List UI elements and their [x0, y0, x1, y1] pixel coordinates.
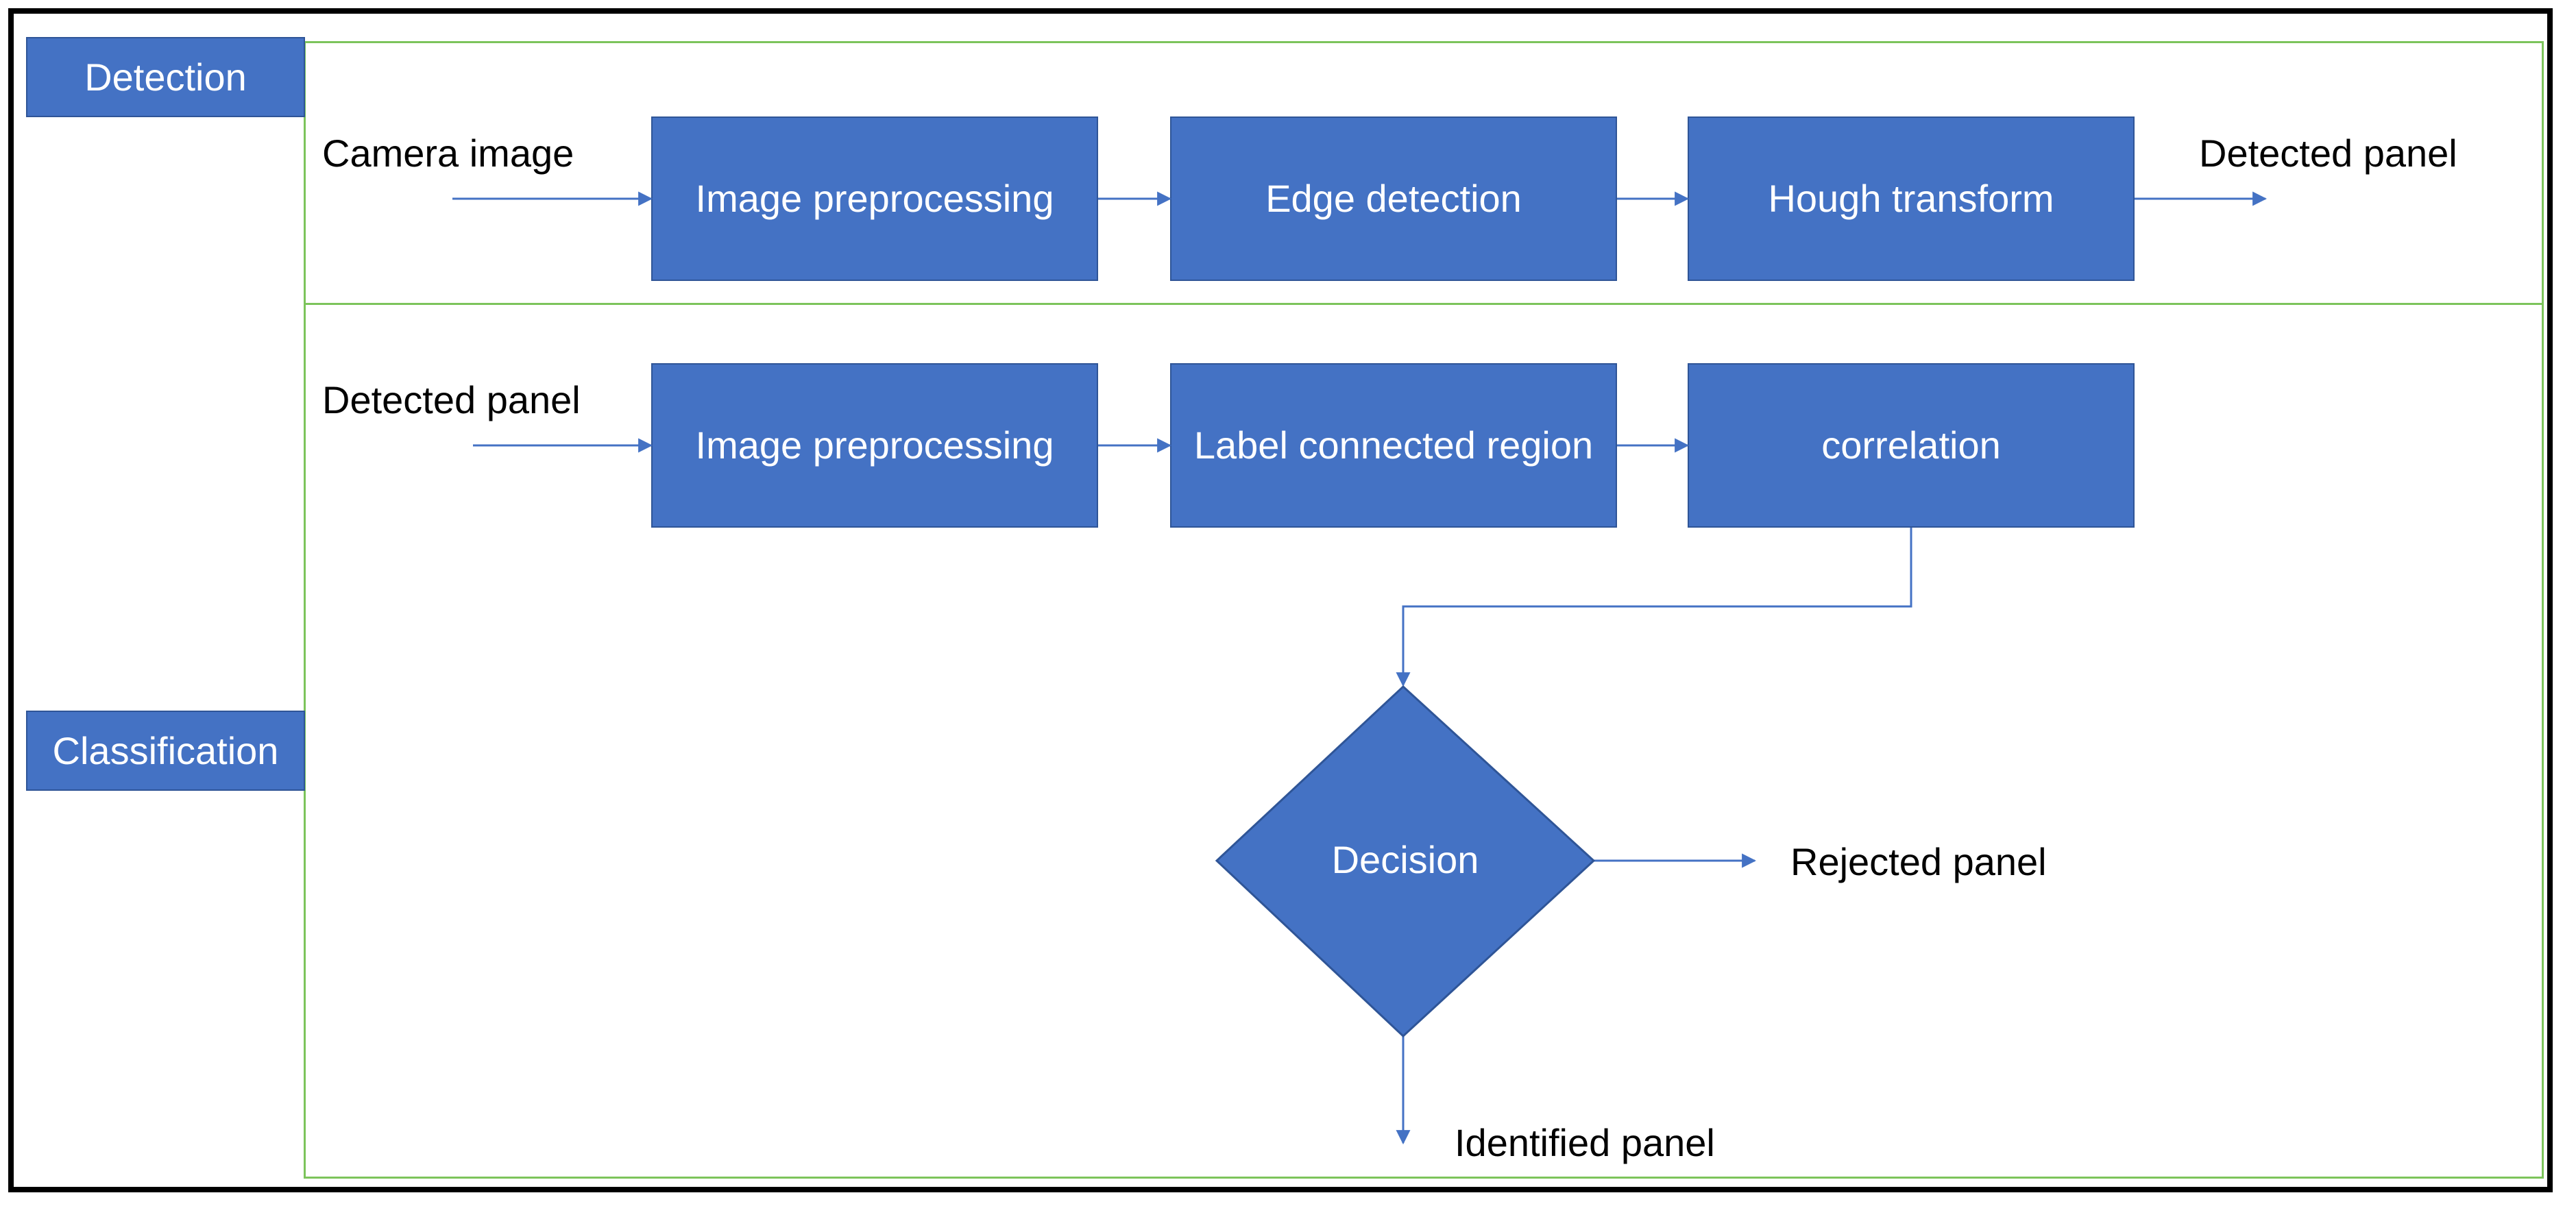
- decision-diamond: [1215, 685, 1596, 1038]
- classification-step-label-connected-region: Label connected region: [1170, 363, 1617, 528]
- detection-step-image-preprocessing: Image preprocessing: [651, 116, 1098, 281]
- detection-tag: Detection: [26, 37, 305, 117]
- detected-panel-input-label: Detected panel: [322, 378, 581, 421]
- arrow-correlation-to-decision: [1396, 528, 1912, 687]
- decision-label: Decision: [1331, 838, 1479, 881]
- camera-image-label: Camera image: [322, 132, 574, 175]
- detection-step-hough-transform: Hough transform: [1688, 116, 2135, 281]
- classification-step-image-preprocessing: Image preprocessing: [651, 363, 1098, 528]
- rejected-panel-label: Rejected panel: [1790, 840, 2047, 883]
- detection-step-edge-detection: Edge detection: [1170, 116, 1617, 281]
- identified-panel-label: Identified panel: [1455, 1121, 1715, 1164]
- diagram-frame: [8, 8, 2553, 1192]
- detected-panel-output-label: Detected panel: [2199, 132, 2457, 175]
- classification-tag: Classification: [26, 711, 305, 791]
- classification-step-correlation: correlation: [1688, 363, 2135, 528]
